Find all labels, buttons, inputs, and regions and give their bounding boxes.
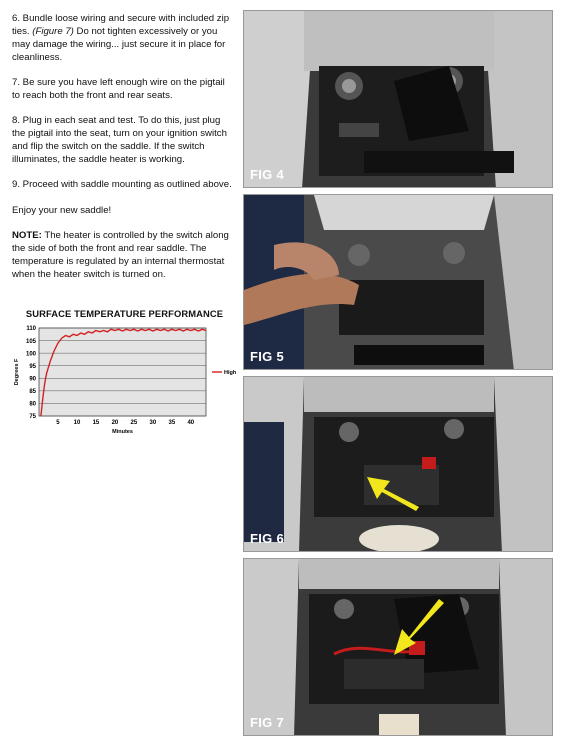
photo-switch-arrow <box>244 377 552 551</box>
fig-4-label: FIG 4 <box>250 167 285 182</box>
temperature-chart: SURFACE TEMPERATURE PERFORMANCE 75 80 85 90… <box>12 308 237 446</box>
enjoy-line: Enjoy your new saddle! <box>12 204 112 216</box>
y-tick-label: 75 <box>29 414 36 420</box>
x-tick-label: 15 <box>93 420 100 426</box>
instructions-column: 6. Bundle loose wiring and secure with i… <box>12 12 234 293</box>
photo-hands-installing <box>244 195 552 369</box>
x-tick-label: 25 <box>131 420 138 426</box>
legend-label: High <box>224 370 237 376</box>
x-tick-label: 5 <box>56 420 60 426</box>
y-tick-label: 90 <box>29 376 36 382</box>
fig-6-label: FIG 6 <box>250 531 285 546</box>
figure-7: FIG 7 <box>243 558 553 736</box>
plot-area <box>38 327 207 417</box>
step-7: 7. Be sure you have left enough wire on … <box>12 77 225 102</box>
step-6: 6. Bundle loose wiring and secure with i… <box>12 13 230 64</box>
y-tick-label: 80 <box>29 402 36 408</box>
step-8: 8. Plug in each seat and test. To do thi… <box>12 115 227 166</box>
photo-seat-compartment <box>244 11 552 187</box>
y-tick-label: 100 <box>26 351 37 357</box>
y-axis-label: Degrees F <box>14 358 20 385</box>
x-tick-label: 40 <box>187 420 194 426</box>
photo-zip-ties-arrow <box>244 559 552 735</box>
series-line-high <box>40 328 207 417</box>
x-axis-label: Minutes <box>112 429 133 435</box>
fig-5-label: FIG 5 <box>250 349 285 364</box>
step-9: 9. Proceed with saddle mounting as outli… <box>12 179 232 191</box>
chart-title: SURFACE TEMPERATURE PERFORMANCE <box>25 308 224 319</box>
figure-4: FIG 4 <box>243 10 553 188</box>
figure-5: FIG 5 <box>243 194 553 370</box>
x-tick-label: 35 <box>168 420 175 426</box>
note-paragraph: NOTE: The heater is controlled by the sw… <box>12 229 229 280</box>
y-tick-label: 105 <box>26 339 37 345</box>
x-tick-label: 30 <box>150 420 157 426</box>
chart-svg: 75 80 85 90 95 100 105 110 5 10 15 20 25 30 35 40Minute… <box>14 326 237 435</box>
fig-7-label: FIG 7 <box>250 715 285 730</box>
x-tick-label: 10 <box>74 420 81 426</box>
x-tick-label: 20 <box>112 420 119 426</box>
figure-6: FIG 6 <box>243 376 553 552</box>
y-tick-label: 110 <box>26 326 36 332</box>
y-tick-label: 85 <box>29 389 36 395</box>
y-tick-label: 95 <box>29 364 36 370</box>
